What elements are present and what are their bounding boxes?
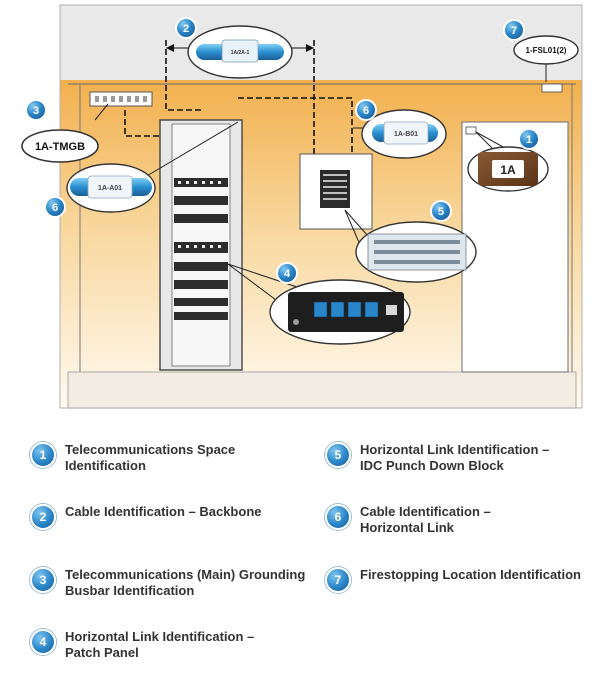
callout-6b-tag: [383, 121, 429, 145]
legend-label-2: Cable Identification – Backbone: [65, 504, 262, 520]
legend-label-1-line1: Telecommunications Space: [65, 442, 236, 457]
legend-label-2-line1: Cable Identification – Backbone: [65, 504, 262, 519]
door-sign-small: [465, 126, 477, 135]
callout-6a-number: 6: [52, 202, 58, 214]
equipment-rack: [159, 119, 243, 371]
callout-4-ports: [313, 301, 379, 318]
legend-item-4: 4 Horizontal Link Identification – Patch…: [30, 629, 254, 661]
legend-item-6: 6 Cable Identification – Horizontal Link: [325, 504, 491, 536]
legend-label-7-line1: Firestopping Location Identification: [360, 567, 581, 582]
legend-label-4: Horizontal Link Identification – Patch P…: [65, 629, 254, 661]
legend-item-5: 5 Horizontal Link Identification – IDC P…: [325, 442, 549, 474]
legend: 1 Telecommunications Space Identificatio…: [0, 430, 596, 673]
callout-7-bubble: [513, 35, 579, 65]
callout-6a-tag-text: 1A-A01: [98, 185, 122, 192]
legend-label-5-line2: IDC Punch Down Block: [360, 458, 504, 473]
callout-3-bubble: [21, 129, 99, 163]
legend-label-1-line2: Identification: [65, 458, 146, 473]
legend-item-2: 2 Cable Identification – Backbone: [30, 504, 262, 530]
room-floor: [67, 371, 577, 409]
room-top-wall: [60, 5, 582, 83]
callout-3-badge: [25, 99, 47, 121]
legend-label-1: Telecommunications Space Identification: [65, 442, 235, 474]
legend-badge-3: 3: [30, 567, 56, 593]
callout-6a-badge: [44, 196, 66, 218]
callout-5-badge: [430, 200, 452, 222]
backbone-dashed-cables: [124, 40, 353, 156]
callout-2-badge: [175, 17, 197, 39]
callout-4-number: 4: [284, 268, 291, 280]
callout-6a-tag: [87, 175, 133, 199]
legend-item-3: 3 Telecommunications (Main) Grounding Bu…: [30, 567, 305, 599]
legend-label-5-line1: Horizontal Link Identification –: [360, 442, 550, 457]
callout-1-tag-text: 1A: [500, 163, 516, 177]
arrow-right: [306, 44, 314, 52]
callout-1-sign-plate: [492, 160, 524, 178]
legend-badge-1: 1: [30, 442, 56, 468]
callout-2-tag: [221, 39, 259, 63]
firestop-marker: [541, 83, 563, 93]
legend-label-3-line1: Telecommunications (Main) Grounding: [65, 567, 306, 582]
callout-5-block-rows: [374, 240, 460, 264]
callout-6b-tag-text: 1A-B01: [394, 131, 418, 138]
legend-badge-5: 5: [325, 442, 351, 468]
callout-5-number: 5: [438, 206, 444, 218]
legend-badge-7: 7: [325, 567, 351, 593]
callout-1-number: 1: [526, 134, 532, 146]
callout-2-number: 2: [183, 23, 189, 35]
legend-label-7: Firestopping Location Identification: [360, 567, 581, 583]
legend-badge-4: 4: [30, 629, 56, 655]
callout-6b-badge: [355, 99, 377, 121]
wall-mount-board: [299, 153, 373, 230]
legend-label-5: Horizontal Link Identification – IDC Pun…: [360, 442, 549, 474]
callout-4-screw-left: [293, 319, 299, 325]
legend-badge-2: 2: [30, 504, 56, 530]
legend-badge-6: 6: [325, 504, 351, 530]
legend-label-3-line2: Busbar Identification: [65, 583, 195, 598]
legend-label-3: Telecommunications (Main) Grounding Busb…: [65, 567, 305, 599]
callout-7-tag-text: 1-FSL01(2): [526, 46, 567, 55]
legend-label-4-line2: Patch Panel: [65, 645, 139, 660]
legend-label-4-line1: Horizontal Link Identification –: [65, 629, 255, 644]
callout-7-number: 7: [511, 25, 517, 37]
legend-label-6-line1: Cable Identification –: [360, 504, 491, 519]
callout-4-port-extra: [386, 305, 397, 315]
callout-3-tag-text: 1A-TMGB: [35, 141, 85, 153]
callout-7-badge: [503, 19, 525, 41]
legend-label-6-line2: Horizontal Link: [360, 520, 454, 535]
labeling-diagram: 1A/2A-1 2 1A-TMGB 3 1A-B01 6 1A-A01 6 5 …: [21, 4, 583, 409]
callout-2-tag-text: 1A/2A-1: [231, 50, 250, 56]
legend-item-1: 1 Telecommunications Space Identificatio…: [30, 442, 235, 474]
grounding-busbar: [89, 91, 153, 107]
callout-1-badge: [518, 128, 540, 150]
legend-item-7: 7 Firestopping Location Identification: [325, 567, 581, 593]
callout-3-number: 3: [33, 105, 39, 117]
callout-4-badge: [276, 262, 298, 284]
callout-6b-number: 6: [363, 105, 369, 117]
arrow-left: [166, 44, 174, 52]
legend-label-6: Cable Identification – Horizontal Link: [360, 504, 491, 536]
